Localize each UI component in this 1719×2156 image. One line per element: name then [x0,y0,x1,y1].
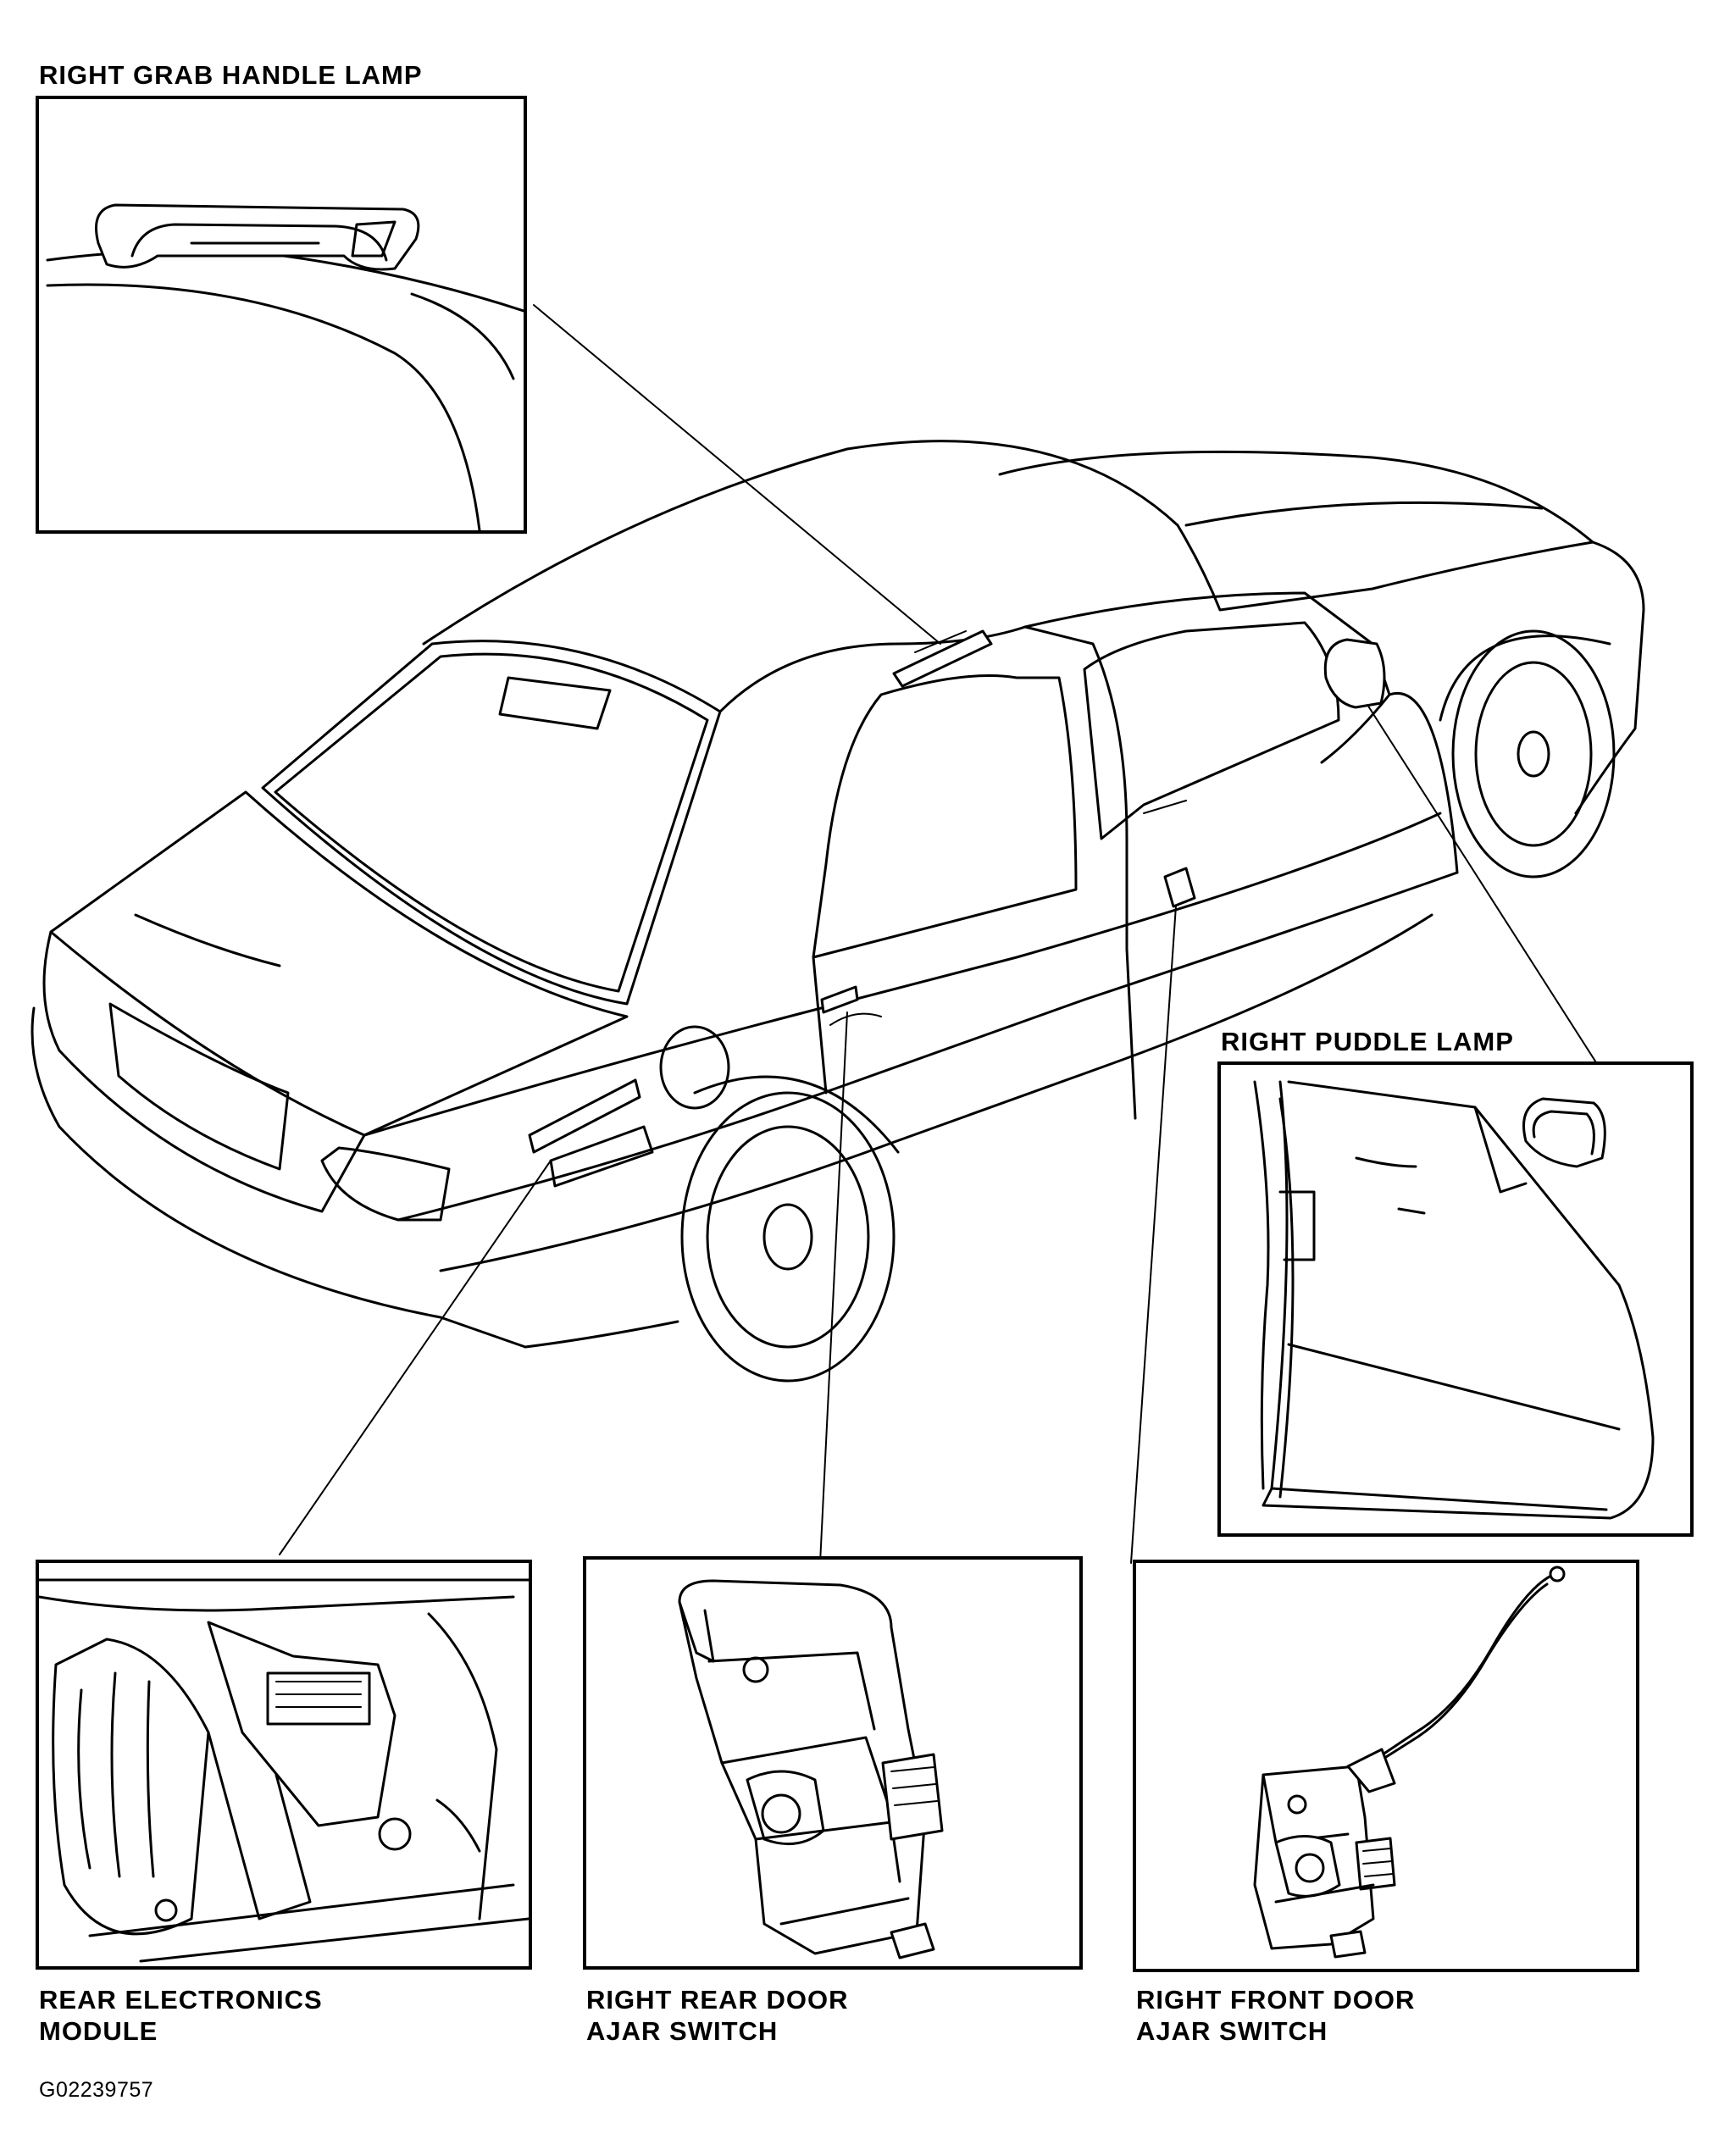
leader-line-rear-door-switch [819,1011,848,1564]
inset-front-door-ajar-switch [1133,1560,1639,1972]
label-front-door-ajar-switch-line2: AJAR SWITCH [1136,2016,1328,2046]
inset-rear-electronics-module [36,1560,532,1970]
label-rear-door-ajar-switch-line1: RIGHT REAR DOOR [586,1985,849,2015]
label-rear-electronics-module-line2: MODULE [39,2016,158,2046]
leader-line-grab-handle [533,304,941,645]
leader-line-front-door-switch [1130,880,1178,1564]
grab-handle-lamp-drawing [46,203,524,530]
label-right-puddle-lamp: RIGHT PUDDLE LAMP [1221,1027,1514,1056]
rear-electronics-module-drawing [39,1578,529,1963]
label-rear-electronics-module-line1: REAR ELECTRONICS [39,1985,323,2015]
label-right-grab-handle-lamp: RIGHT GRAB HANDLE LAMP [39,60,423,90]
sedan-body [30,440,1645,1383]
leader-line-rear-electronics [279,1160,552,1555]
front-door-ajar-switch-drawing [1253,1566,1566,1959]
figure-id: G02239757 [39,2078,154,2102]
inset-grab-handle-lamp [36,96,527,534]
inset-puddle-lamp [1217,1061,1694,1537]
label-front-door-ajar-switch-line1: RIGHT FRONT DOOR [1136,1985,1416,2015]
puddle-lamp-door-drawing [1253,1080,1655,1520]
label-rear-door-ajar-switch-line2: AJAR SWITCH [586,2016,779,2046]
inset-rear-door-ajar-switch [583,1556,1083,1970]
rear-door-ajar-switch-drawing [678,1579,944,1959]
